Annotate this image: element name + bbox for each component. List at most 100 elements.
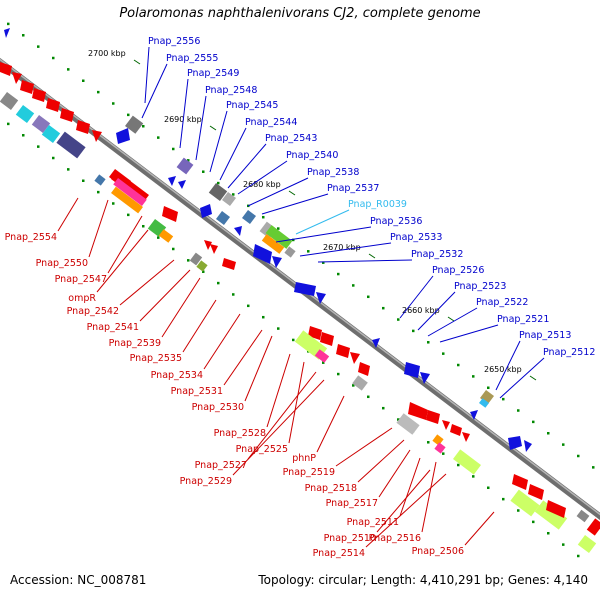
ruler-dot <box>277 327 280 330</box>
gene-label: Pnap_2549 <box>187 68 239 79</box>
gene-label: phnP <box>292 453 316 464</box>
gene-label: Pnap_2537 <box>327 183 379 194</box>
ruler-dot <box>232 193 235 196</box>
gene-arrow <box>32 88 46 102</box>
gene-arrow <box>420 372 430 384</box>
gene-label: Pnap_2525 <box>236 444 288 455</box>
label-leader <box>227 143 267 189</box>
ruler-dot <box>202 170 205 173</box>
reverse-features <box>0 62 600 554</box>
gene-label: Pnap_2531 <box>171 386 223 397</box>
label-leader <box>119 259 175 306</box>
ruler-dot <box>217 181 220 185</box>
label-leader <box>195 95 207 161</box>
ruler-dot <box>427 341 430 344</box>
gene-arrow <box>308 326 322 340</box>
gene-label: Pnap_2523 <box>454 281 506 292</box>
gene-box <box>158 229 174 243</box>
gene-box <box>215 210 231 226</box>
tick-label: 2670 kbp <box>323 243 361 252</box>
gene-label: Pnap_2526 <box>432 265 484 276</box>
ruler-dot <box>307 250 310 253</box>
ruler-dot <box>322 261 325 264</box>
gene-arrow <box>404 362 420 378</box>
gene-box <box>396 413 420 435</box>
label-leader <box>107 215 143 274</box>
gene-box <box>221 191 237 207</box>
label-leader <box>376 469 431 533</box>
gene-label: Pnap_2517 <box>326 498 378 509</box>
ruler-dot <box>427 441 430 444</box>
ruler-dot <box>232 293 235 296</box>
label-leader <box>96 229 149 293</box>
gene-label: Pnap_2533 <box>390 232 442 243</box>
ruler-dot <box>127 213 130 217</box>
gene-arrow <box>336 344 350 358</box>
ruler-dot <box>382 406 385 410</box>
gene-box <box>41 124 61 144</box>
ruler-dot <box>82 79 85 82</box>
gene-arrow <box>372 338 380 348</box>
ruler-dot <box>472 475 475 478</box>
label-leader <box>57 197 79 232</box>
gene-label: Pnap_2543 <box>265 133 317 144</box>
ruler-dot <box>382 306 385 310</box>
gene-arrow <box>210 244 218 254</box>
ruler-dot <box>457 463 460 467</box>
gene-arrow <box>450 424 462 436</box>
gene-arrow <box>470 410 478 420</box>
gene-label: Pnap_2514 <box>313 548 365 559</box>
ruler-dot <box>532 420 535 424</box>
gene-arrow <box>162 206 178 222</box>
ruler-dot <box>142 224 145 228</box>
gene-label: Pnap_2521 <box>497 314 549 325</box>
gene-box <box>284 246 296 258</box>
label-leader <box>288 361 305 444</box>
gene-box <box>453 449 481 475</box>
gene-arrow <box>60 108 74 122</box>
gene-box <box>510 489 540 517</box>
gene-label: Pnap_R0039 <box>348 199 407 210</box>
tick-mark <box>133 59 141 65</box>
label-leader <box>237 160 288 195</box>
ruler-dot <box>547 532 550 535</box>
ruler-dot <box>97 90 100 94</box>
label-leader <box>244 335 273 402</box>
gene-label: ompR <box>68 293 96 304</box>
label-leader <box>209 110 228 173</box>
ruler-dot <box>7 122 10 126</box>
gene-box <box>261 234 285 254</box>
gene-box <box>56 131 86 159</box>
gene-box <box>434 442 446 454</box>
tick-mark <box>368 253 376 259</box>
ruler-dot <box>322 361 325 364</box>
ruler-dot <box>337 372 340 376</box>
gene-arrow <box>76 120 90 134</box>
label-leader <box>357 439 405 483</box>
ruler-dot <box>517 509 520 512</box>
ruler-dot <box>562 543 565 546</box>
ruler-dot <box>472 375 475 378</box>
ruler-dot <box>532 520 535 524</box>
gene-box <box>314 349 330 363</box>
gene-arrow <box>204 240 212 250</box>
ruler-dot <box>367 295 370 299</box>
ruler-dot <box>7 22 10 26</box>
tick-label: 2680 kbp <box>243 180 281 189</box>
gene-arrow <box>316 292 326 304</box>
tick-mark <box>447 316 455 322</box>
reverse-gene-labels: Pnap_2554Pnap_2550Pnap_2547ompRPnap_2542… <box>5 197 495 559</box>
gene-arrow <box>524 440 532 452</box>
label-leader <box>335 427 393 467</box>
gene-box <box>196 260 208 272</box>
gene-box <box>189 252 203 266</box>
ruler-dot <box>157 236 160 239</box>
gene-box <box>111 186 143 214</box>
gene-label: Pnap_2519 <box>283 467 335 478</box>
gene-box <box>176 157 194 175</box>
tick-mark <box>529 375 537 381</box>
gene-box <box>352 375 368 391</box>
ruler-dot <box>22 134 25 137</box>
gene-box <box>113 177 147 207</box>
